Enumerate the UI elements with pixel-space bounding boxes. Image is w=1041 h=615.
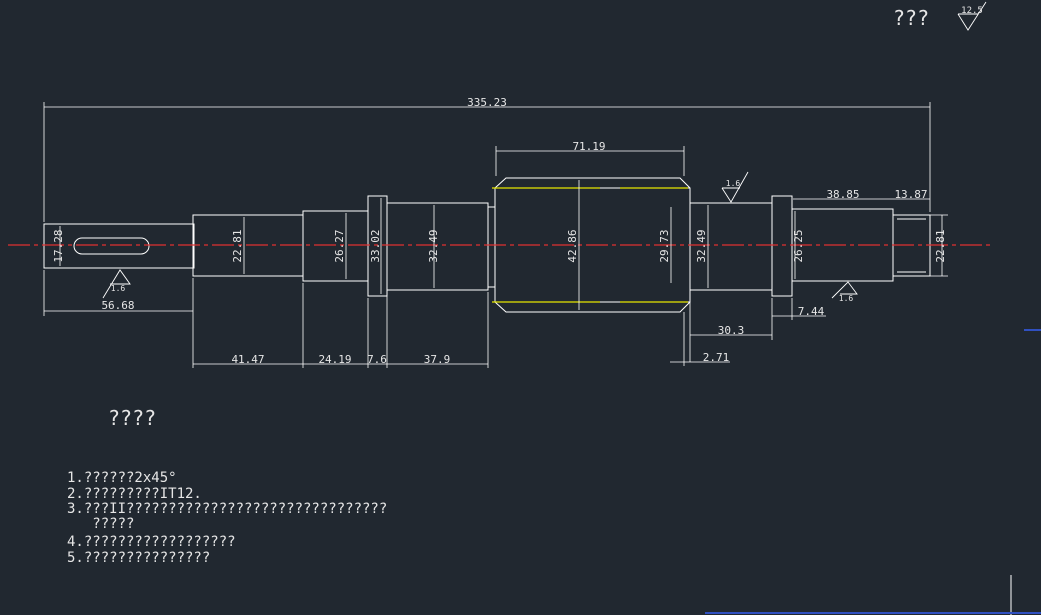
dia-step3: 26.27 [333, 229, 346, 262]
dia-gear: 42.86 [566, 229, 579, 262]
dim-collar2-offset: 7.44 [798, 305, 825, 318]
roughness-value-3: 1.6 [839, 294, 854, 303]
note-item-4: 4.?????????????????? [67, 534, 236, 550]
dia-step6: 26.25 [792, 229, 805, 262]
dia-step2: 22.81 [231, 229, 244, 262]
roughness-symbols [102, 1, 987, 299]
dim-gear-length: 71.19 [572, 140, 605, 153]
roughness-value-1: 1.6 [111, 284, 126, 293]
dim-step4-length: 37.9 [424, 353, 451, 366]
dia-gear-root: 29.73 [658, 229, 671, 262]
dim-overall-length: 335.23 [467, 96, 507, 109]
dia-keyway-end: 17.28 [52, 229, 65, 262]
dia-step4: 32.49 [427, 229, 440, 262]
title-mark: ??? [893, 6, 929, 30]
dia-thread-end: 22.81 [934, 229, 947, 262]
note-item-3: 3.???II??????????????????????????????? [67, 501, 388, 517]
note-item-5: 5.??????????????? [67, 550, 211, 566]
title-roughness-value: 12.5 [961, 6, 983, 16]
dimension-lines [43, 102, 948, 368]
dim-step6-length: 38.85 [826, 188, 859, 201]
shaft-transition [487, 206, 496, 288]
gear-section [494, 177, 691, 313]
roughness-mark-1 [102, 269, 131, 299]
notes-heading: ???? [108, 406, 157, 430]
shaft-step-keyway-end [43, 223, 195, 269]
dim-collar1-length: 7.6 [367, 353, 387, 366]
dim-thread-length: 13.87 [894, 188, 927, 201]
title-roughness-mark [957, 1, 987, 31]
roughness-value-2: 1.6 [726, 179, 741, 188]
roughness-mark-2 [721, 171, 749, 203]
note-item-3-cont: ????? [67, 516, 135, 532]
keyway-slot [73, 237, 150, 255]
roughness-mark-3 [831, 281, 858, 299]
dim-keyway-end-length: 56.68 [101, 299, 134, 312]
dia-step5: 32.49 [695, 229, 708, 262]
dia-collar1: 33.02 [369, 229, 382, 262]
dim-step3-length: 24.19 [318, 353, 351, 366]
dim-step5-length: 30.3 [718, 324, 745, 337]
dim-gap-length: 2.71 [703, 351, 730, 364]
note-item-1: 1.??????2x45° [67, 470, 177, 486]
shaft-collar-2 [771, 195, 793, 297]
gear-hidden-lines [492, 187, 688, 303]
note-item-2: 2.?????????IT12. [67, 486, 202, 502]
dim-step2-length: 41.47 [231, 353, 264, 366]
